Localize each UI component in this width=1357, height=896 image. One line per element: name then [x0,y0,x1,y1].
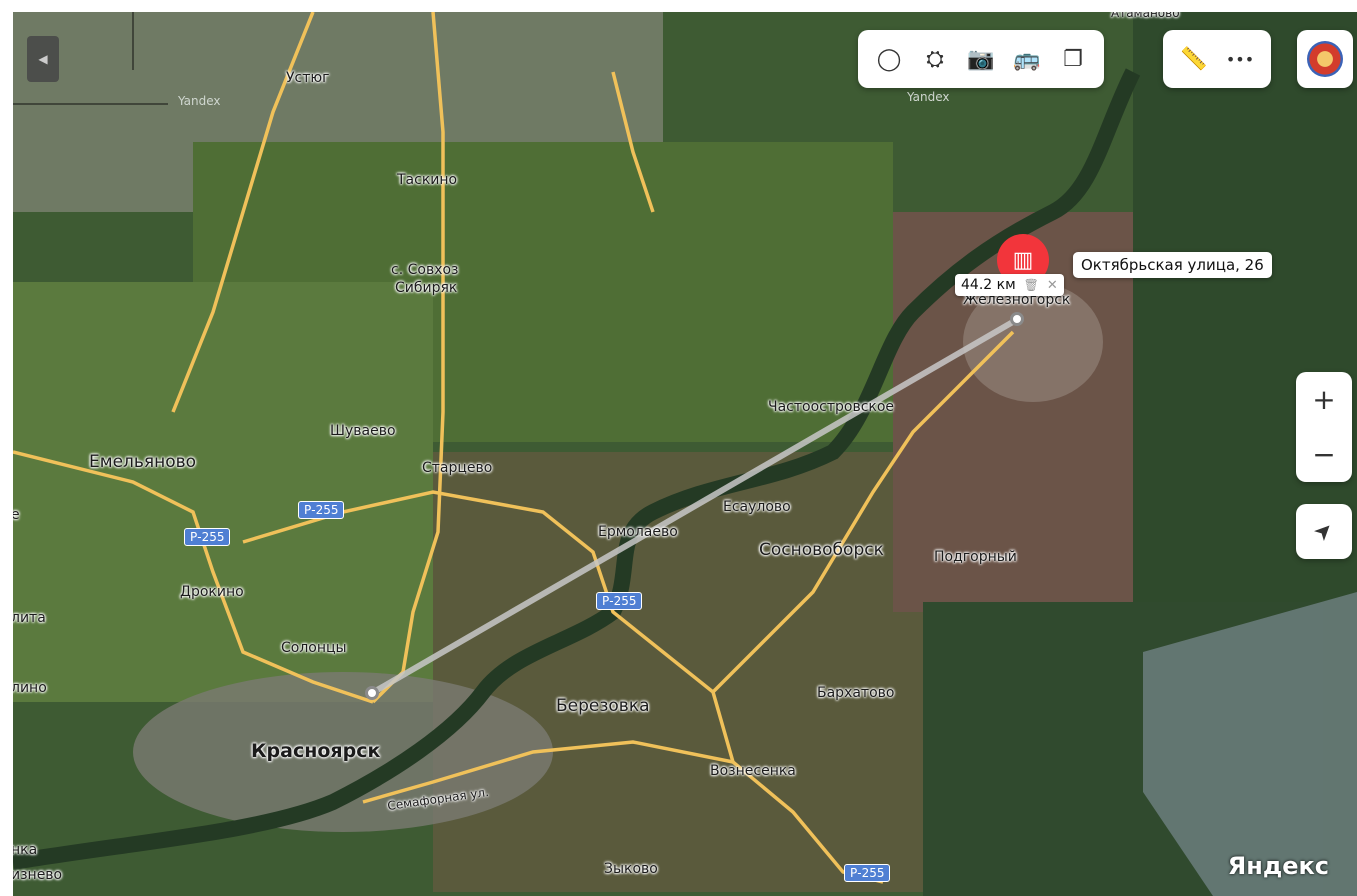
place-label: Есаулово [723,499,791,515]
measure-start-point[interactable] [365,686,379,700]
place-label: Железногорск [963,292,1071,308]
place-label: Бархатово [817,685,895,701]
place-label: лита [13,610,46,626]
zoom-control: + − [1296,372,1352,482]
avatar-icon [1307,41,1343,77]
road-shield: Р-255 [184,528,231,546]
place-label: изнево [13,867,63,883]
satellite-imagery [13,12,1357,896]
place-label: Сибиряк [395,280,458,296]
photo-icon[interactable]: 📷 [967,46,995,72]
place-label: Зыково [604,861,658,877]
place-label: Ермолаево [598,524,678,540]
more-icon[interactable]: ••• [1225,49,1255,69]
place-label: Атаманово [1111,12,1180,20]
place-label: Дрокино [180,584,244,600]
place-label: Таскино [397,172,458,188]
measure-end-point[interactable] [1010,312,1024,326]
place-label: Березовка [556,696,650,716]
road-shield: Р-255 [298,501,345,519]
panorama-icon[interactable]: ⛭ [926,46,944,72]
place-label: Подгорный [934,549,1017,565]
distance-label[interactable]: 44.2 км 🗑 ✕ [955,274,1064,296]
address-callout[interactable]: Октябрьская улица, 26 [1073,252,1272,278]
map-toolbar: ◯ ⛭ 📷 🚌 ❐ [858,30,1104,88]
layers-icon[interactable]: ◯ [876,46,902,72]
ruler-icon[interactable]: 📏 [1180,46,1208,72]
profile-avatar[interactable] [1297,30,1353,88]
place-label: с. Совхоз [391,262,459,278]
road-shield: Р-255 [844,864,891,882]
close-icon[interactable]: ✕ [1046,277,1058,293]
place-label: Сосновоборск [759,540,884,560]
place-label: Вознесенка [710,763,796,779]
collapse-panel-button[interactable]: ◀ [27,36,59,82]
place-label: Частоостровское [768,399,895,415]
place-label: е [13,507,20,523]
transit-icon[interactable]: 🚌 [1013,46,1041,72]
zoom-in-button[interactable]: + [1312,383,1336,416]
locate-control: ➤ [1296,504,1352,559]
watermark: Yandex [178,94,221,108]
place-label: Устюг [286,70,330,86]
place-label: Солонцы [281,640,347,656]
road-shield: Р-255 [596,592,643,610]
place-label: Красноярск [251,740,381,762]
place-label: Емельяново [89,452,197,472]
watermark: Yandex [907,90,950,104]
place-label: лино [13,680,47,696]
map-canvas[interactable]: Yandex Yandex Атаманово Устюг Таскино с.… [13,12,1357,896]
tools-toolbar: 📏 ••• [1163,30,1271,88]
zoom-out-button[interactable]: − [1312,438,1336,471]
map-layers-icon[interactable]: ❐ [1063,46,1083,72]
place-label: нка [13,842,38,858]
yandex-logo: Яндекс [1227,852,1329,880]
place-label: Старцево [422,460,493,476]
trash-icon[interactable]: 🗑 [1023,278,1039,292]
distance-value: 44.2 км [961,277,1016,293]
place-label: Шуваево [330,423,396,439]
